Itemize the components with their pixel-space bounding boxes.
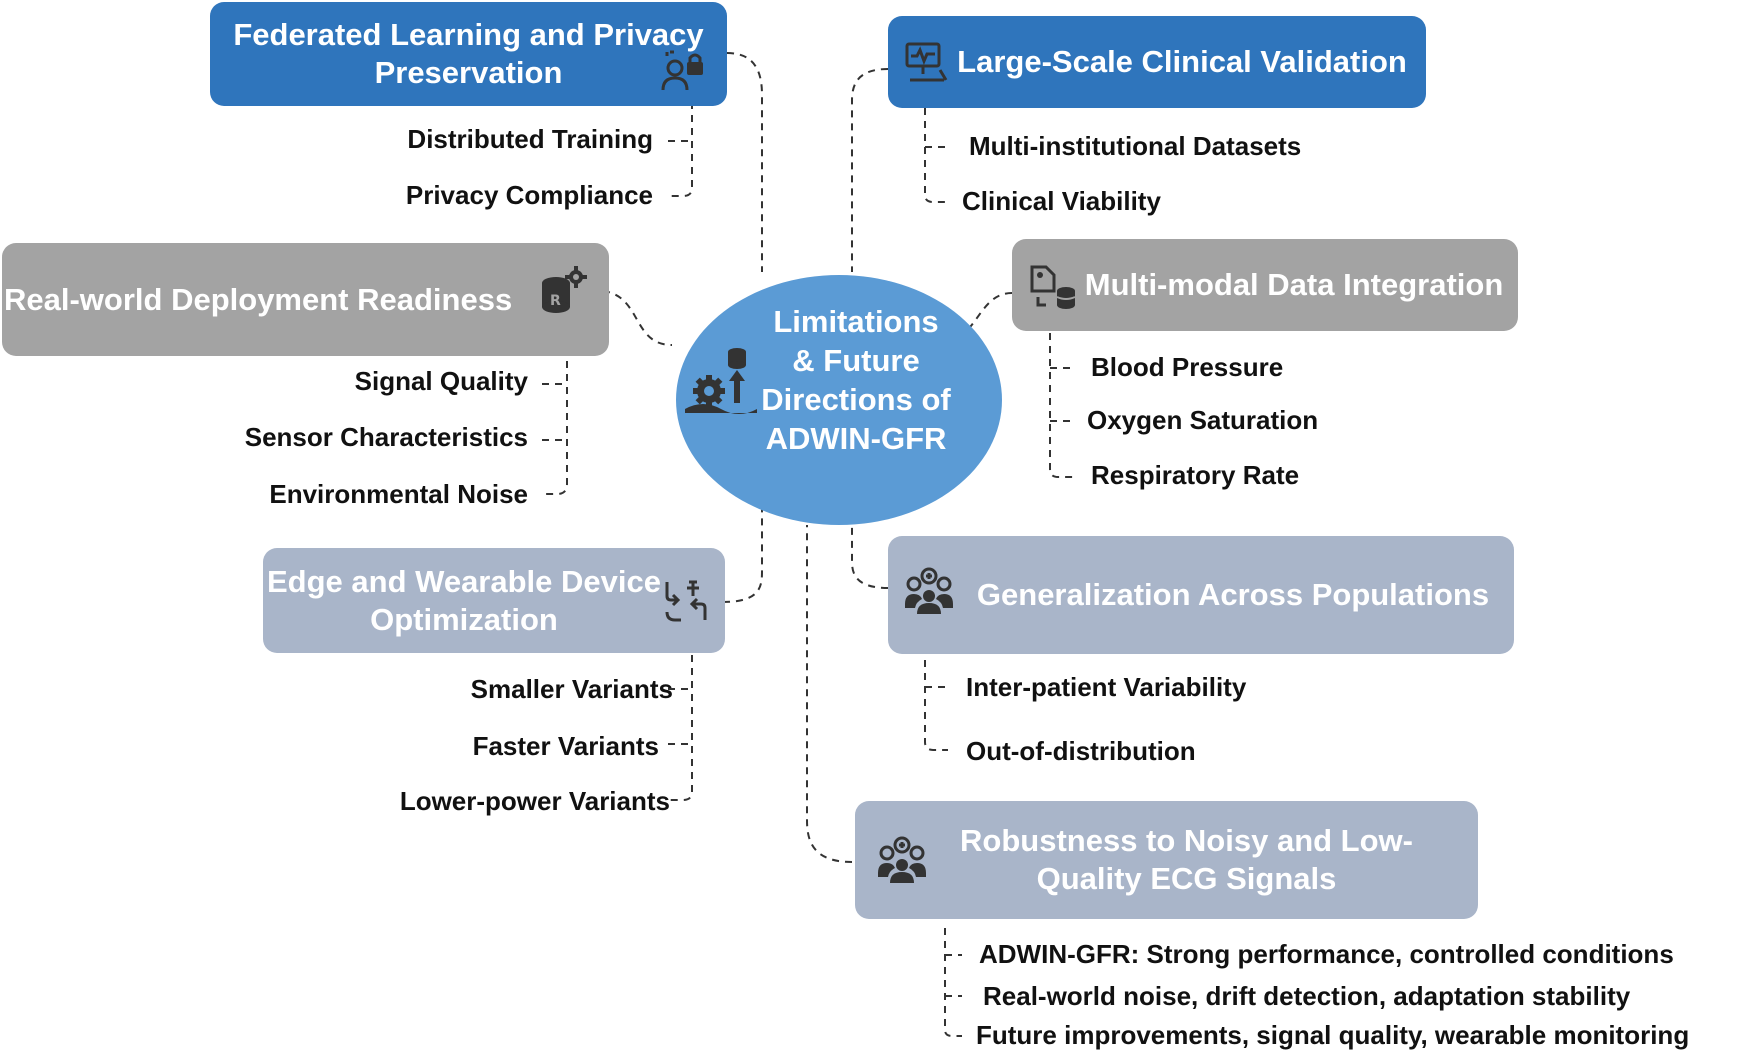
- connector-robustness: [806, 525, 853, 863]
- branch-realworld-title: Real-world Deployment Readiness: [4, 281, 513, 317]
- monitor-icon: [905, 42, 948, 82]
- list-item-realworld: Environmental Noise: [269, 479, 528, 509]
- connector-robustness-items: [944, 928, 962, 1037]
- gear-database-upload-icon: [685, 348, 757, 414]
- connector-clinical-items: [924, 108, 948, 203]
- tag-database-icon: [1030, 265, 1076, 309]
- central-topic: Limitations & Future Directions of ADWIN…: [676, 275, 1002, 525]
- connector-edge-items: [668, 655, 693, 801]
- list-item-robustness: Future improvements, signal quality, wea…: [976, 1020, 1690, 1050]
- connector-federated: [726, 52, 763, 272]
- connector-federated-items: [668, 76, 693, 197]
- list-item-edge: Smaller Variants: [470, 674, 673, 704]
- branch-generalization-title: Generalization Across Populations: [976, 577, 1490, 612]
- list-item-federated: Privacy Compliance: [405, 180, 653, 210]
- branch-robustness-title: Robustness to Noisy and Low- Quality ECG…: [960, 823, 1413, 896]
- connector-edge: [722, 490, 763, 603]
- list-item-generalization: Inter-patient Variability: [966, 672, 1247, 702]
- list-item-edge: Faster Variants: [472, 731, 659, 761]
- list-item-federated: Distributed Training: [407, 124, 653, 154]
- branch-edge-title: Edge and Wearable Device Optimization: [267, 563, 661, 637]
- branch-multimodal-title: Multi-modal Data Integration: [1084, 267, 1504, 302]
- list-item-clinical: Multi-institutional Datasets: [969, 131, 1302, 161]
- list-item-edge: Lower-power Variants: [399, 786, 670, 816]
- branch-federated: Federated Learning and Privacy Preservat…: [210, 2, 727, 106]
- list-item-multimodal: Blood Pressure: [1091, 352, 1284, 382]
- database-gear-icon: R: [542, 266, 587, 313]
- connector-realworld-items: [542, 348, 568, 495]
- connector-multimodal-items: [1049, 333, 1073, 478]
- list-item-robustness: Real-world noise, drift detection, adapt…: [983, 981, 1631, 1011]
- central-topic-title: Limitations & Future Directions of ADWIN…: [761, 304, 951, 456]
- list-item-realworld: Sensor Characteristics: [244, 422, 528, 452]
- branch-edge: Edge and Wearable Device Optimization: [263, 548, 725, 653]
- branch-realworld: Real-world Deployment Readiness R: [2, 243, 609, 356]
- list-item-generalization: Out-of-distribution: [966, 736, 1196, 766]
- branch-multimodal: Multi-modal Data Integration: [1012, 239, 1518, 331]
- connector-clinical: [851, 68, 889, 272]
- connector-generalization-items: [924, 660, 948, 751]
- people-group-icon: [878, 836, 926, 883]
- list-item-clinical: Clinical Viability: [962, 186, 1161, 216]
- exchange-icon: [665, 580, 707, 622]
- list-item-robustness: ADWIN-GFR: Strong performance, controlle…: [979, 939, 1674, 969]
- svg-text:R: R: [550, 293, 561, 309]
- list-item-multimodal: Oxygen Saturation: [1087, 405, 1319, 435]
- connector-generalization: [851, 525, 889, 589]
- branch-generalization: Generalization Across Populations: [888, 536, 1514, 654]
- branch-clinical-title: Large-Scale Clinical Validation: [957, 44, 1407, 79]
- connector-realworld: [602, 290, 673, 346]
- list-item-realworld: Signal Quality: [354, 366, 528, 396]
- list-item-multimodal: Respiratory Rate: [1091, 460, 1300, 490]
- branch-federated-title: Federated Learning and Privacy Preservat…: [233, 17, 704, 90]
- lock-user-icon: [661, 50, 703, 91]
- branch-robustness: Robustness to Noisy and Low- Quality ECG…: [855, 801, 1478, 919]
- branch-clinical: Large-Scale Clinical Validation: [888, 16, 1426, 108]
- people-group-icon: [905, 567, 953, 614]
